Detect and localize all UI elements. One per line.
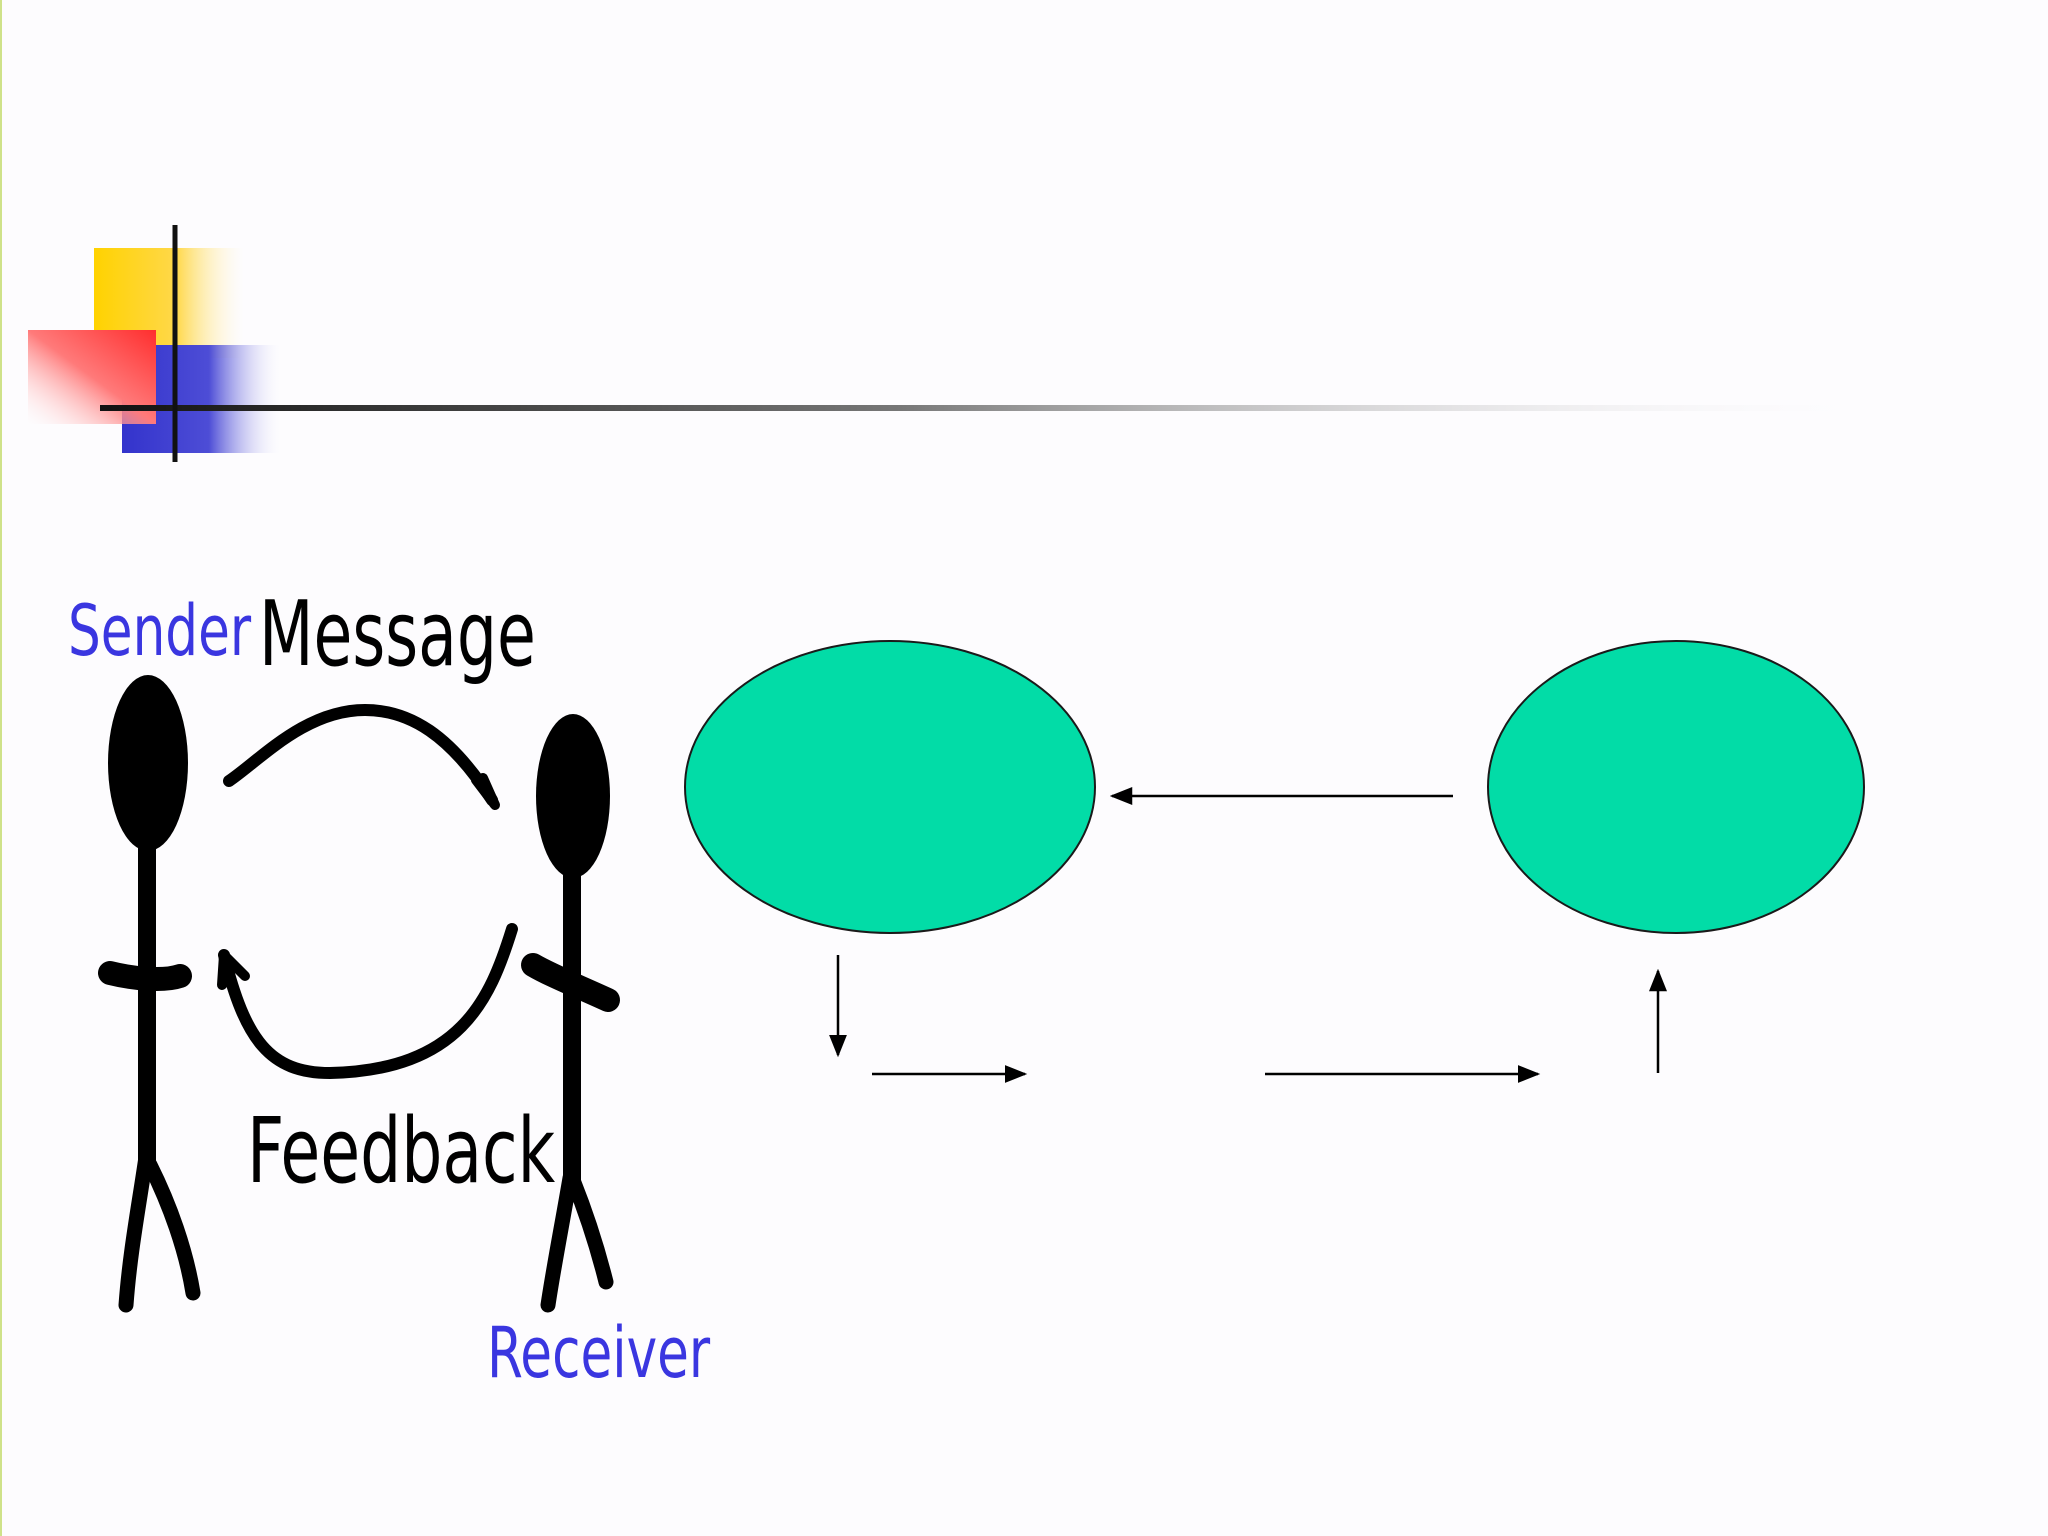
right-ellipse bbox=[1488, 641, 1864, 933]
receiver-head bbox=[536, 714, 610, 878]
receiver-stick-figure bbox=[533, 714, 610, 1305]
title-decoration bbox=[28, 225, 1880, 462]
sender-right-leg bbox=[150, 1165, 193, 1293]
feedback-label: Feedback bbox=[247, 1107, 555, 1197]
title-rule bbox=[100, 405, 1880, 411]
sender-left-leg bbox=[126, 1150, 147, 1305]
sender-label: Sender bbox=[68, 596, 251, 666]
message-curve-arrow bbox=[229, 710, 495, 805]
message-label: Message bbox=[259, 590, 536, 680]
sender-stick-figure bbox=[108, 675, 193, 1305]
receiver-right-leg bbox=[573, 1180, 606, 1282]
receiver-arms bbox=[533, 965, 608, 1000]
feedback-curve-arrow bbox=[222, 929, 512, 1073]
receiver-label: Receiver bbox=[487, 1318, 710, 1388]
sender-head bbox=[108, 675, 188, 851]
sender-arms bbox=[110, 973, 180, 979]
left-ellipse bbox=[685, 641, 1095, 933]
